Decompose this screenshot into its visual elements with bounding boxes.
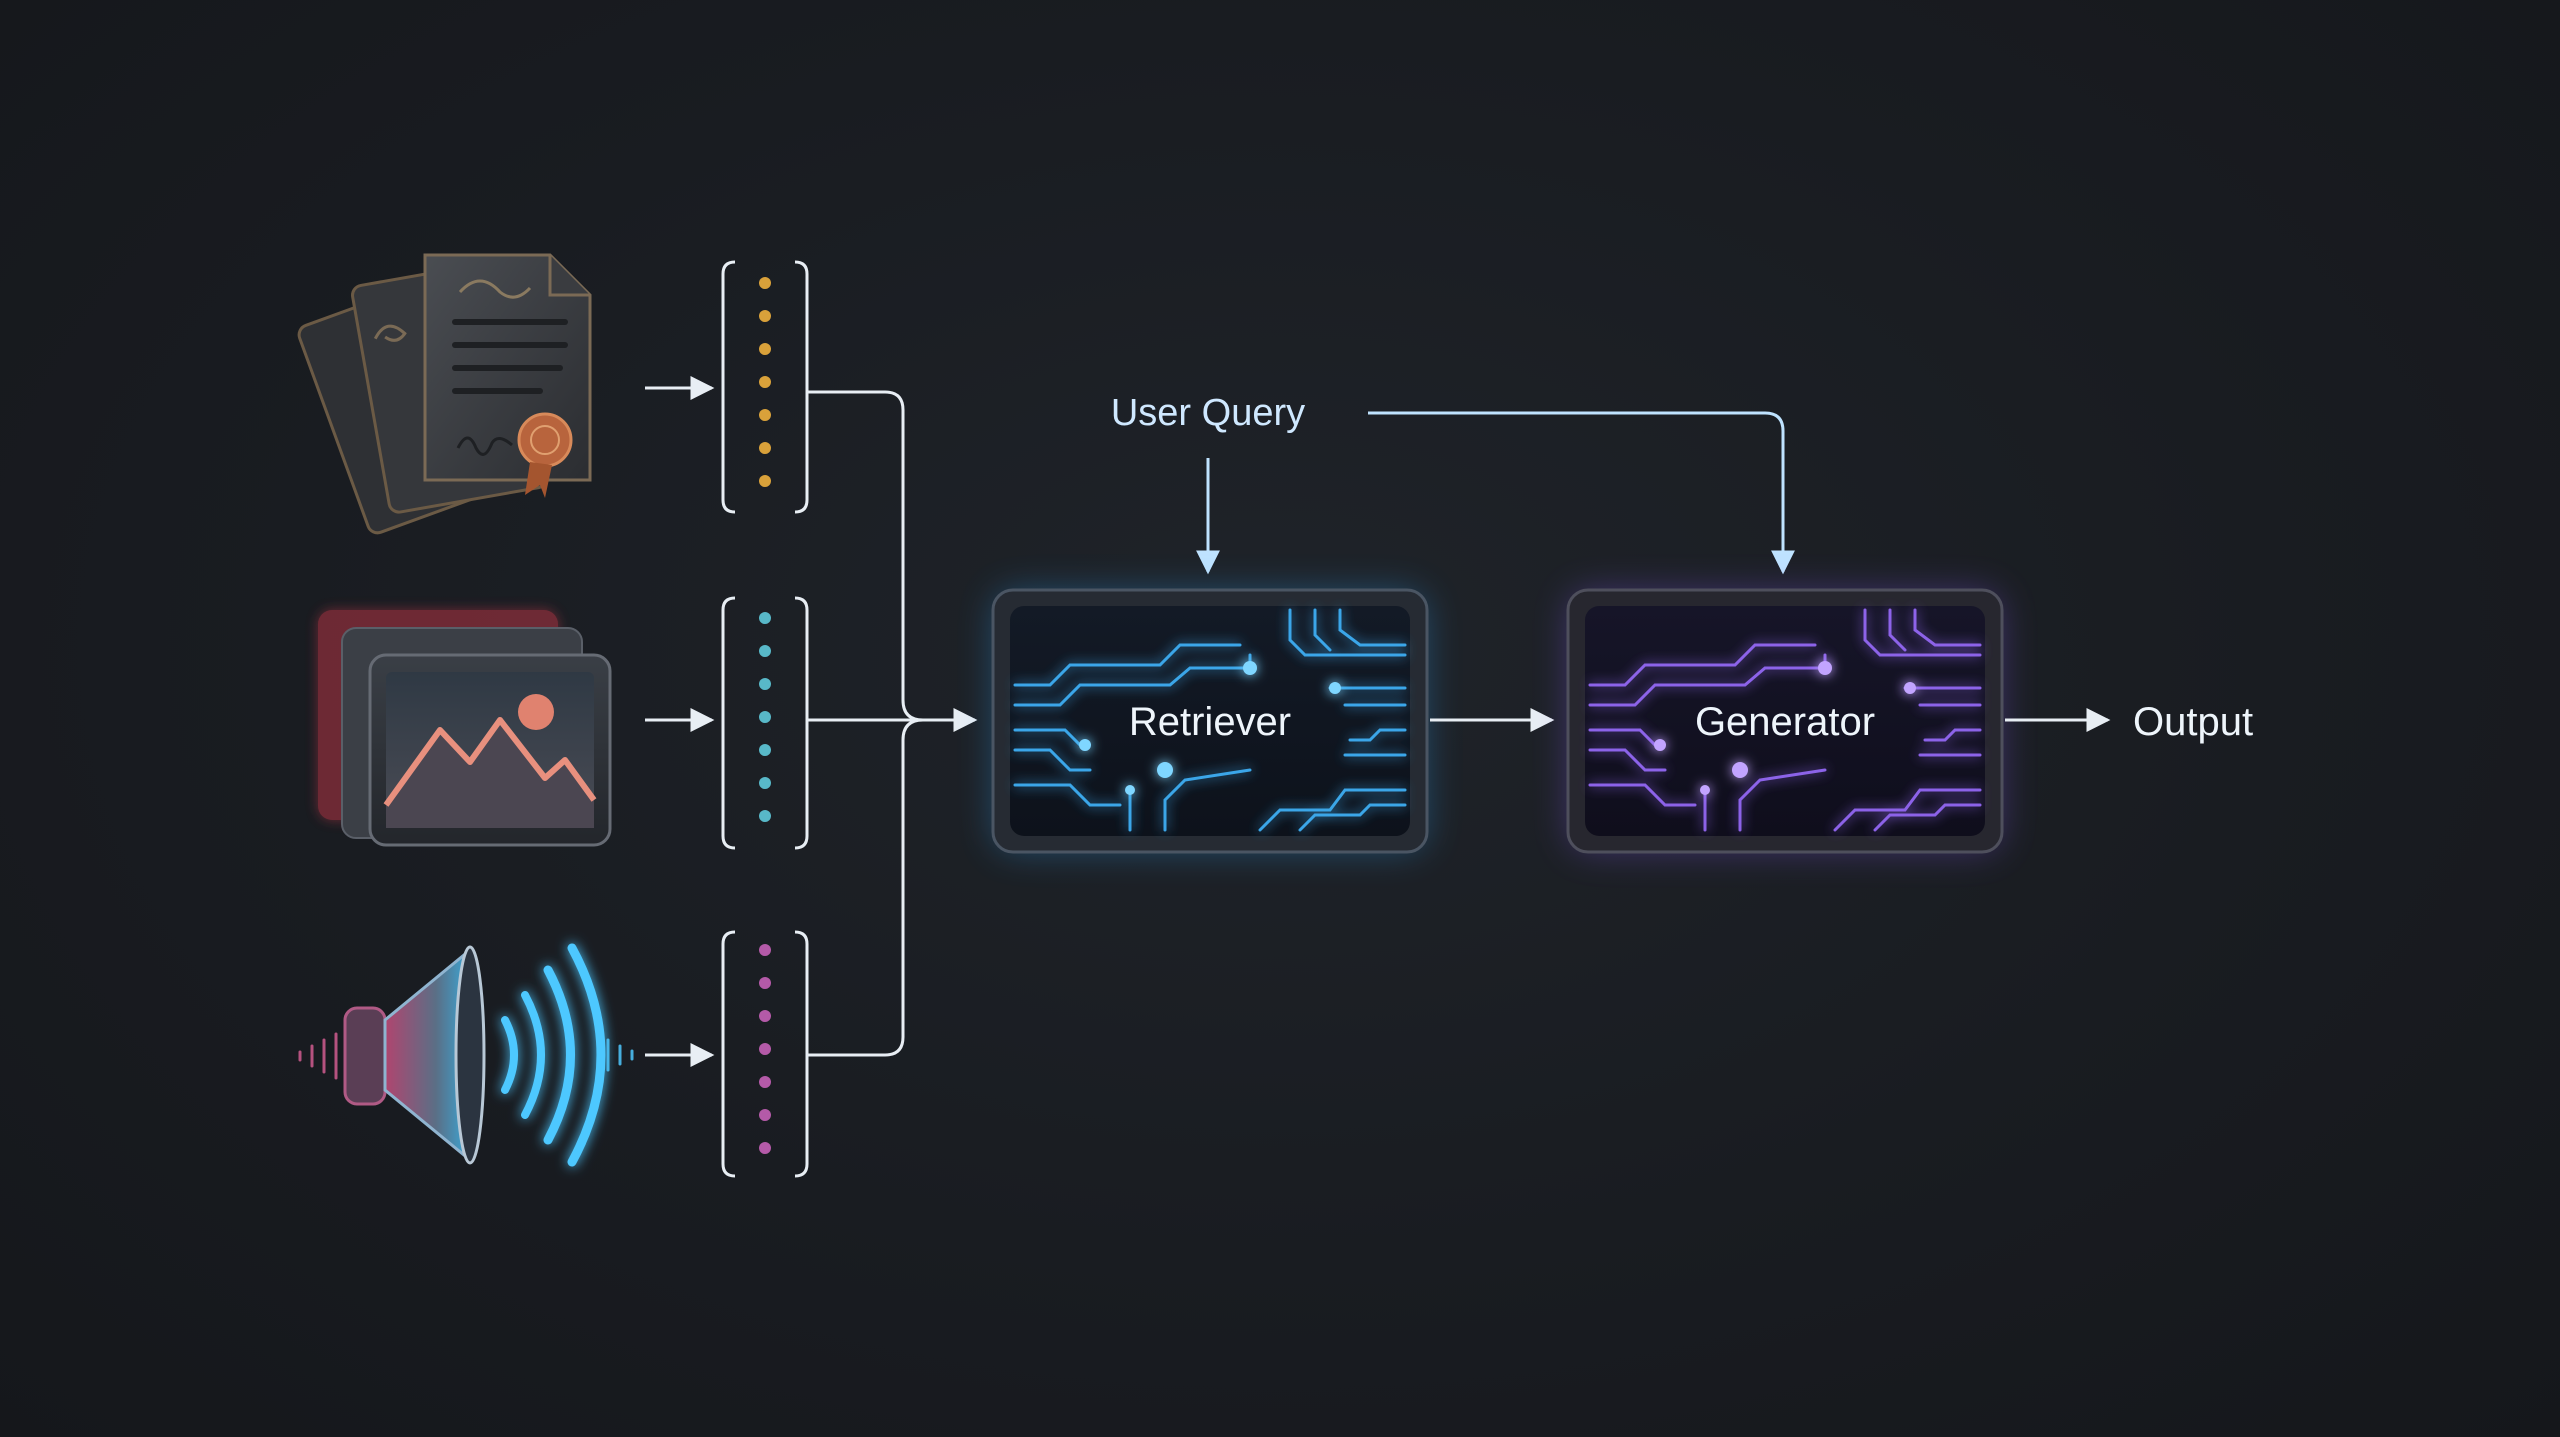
retriever-block: Retriever <box>991 588 1429 854</box>
embedding-dot <box>759 409 771 421</box>
embedding-dot <box>759 475 771 487</box>
embedding-dot <box>759 1010 771 1022</box>
output-label: Output <box>2133 700 2253 744</box>
merge-connectors <box>807 390 978 1057</box>
embedding-dot <box>759 711 771 723</box>
embedding-dot <box>759 1142 771 1154</box>
generator-block: Generator <box>1566 588 2004 854</box>
embedding-dot <box>759 376 771 388</box>
embedding-vector-audio <box>721 930 809 1178</box>
embedding-vector-images <box>721 596 809 850</box>
embedding-dot <box>759 1109 771 1121</box>
audio-speaker-icon <box>298 943 634 1167</box>
embedding-dot <box>759 277 771 289</box>
embedding-dot <box>759 612 771 624</box>
embedding-dot <box>759 1043 771 1055</box>
retriever-label: Retriever <box>1129 700 1291 744</box>
embedding-dot <box>759 645 771 657</box>
user-query-label: User Query <box>1111 392 1305 434</box>
embedding-dot <box>759 1076 771 1088</box>
embedding-dot <box>759 310 771 322</box>
documents-icon <box>297 253 592 535</box>
generator-label: Generator <box>1695 700 1875 744</box>
query-to-generator-arrow <box>1368 411 1795 575</box>
input-arrows <box>645 376 715 1067</box>
embedding-dot <box>759 944 771 956</box>
image-icon <box>318 610 612 847</box>
embedding-dot <box>759 744 771 756</box>
embedding-dot <box>759 810 771 822</box>
embedding-dot <box>759 442 771 454</box>
embedding-dot <box>759 343 771 355</box>
embedding-dot <box>759 777 771 789</box>
embedding-vector-docs <box>721 260 809 514</box>
embedding-dot <box>759 977 771 989</box>
embedding-dot <box>759 678 771 690</box>
